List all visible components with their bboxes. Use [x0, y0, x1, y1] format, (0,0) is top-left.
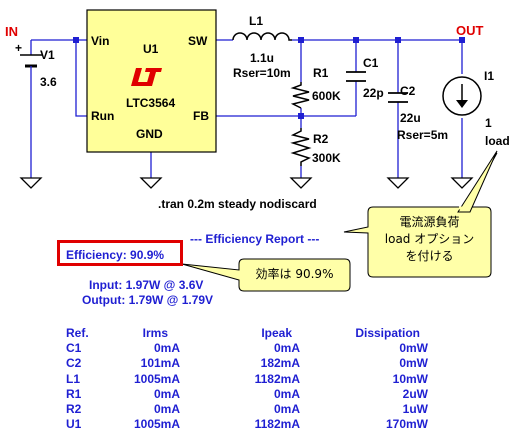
r2-name: R2 — [313, 132, 329, 146]
c2-capacitor-symbol — [388, 92, 408, 103]
report-input: Input: 1.97W @ 3.6V — [89, 278, 203, 292]
header-irms: Irms — [142, 326, 168, 340]
l1-rser: Rser=10m — [233, 66, 291, 80]
header-dissipation: Dissipation — [355, 326, 420, 340]
cell-ipeak: 1182mA — [254, 417, 300, 432]
l1-name: L1 — [249, 14, 263, 28]
report-title: --- Efficiency Report --- — [190, 232, 319, 246]
cell-dissipation: 0mW — [399, 356, 428, 371]
c2-value: 22u — [400, 111, 421, 125]
load-callout-line-1: 電流源負荷 — [399, 215, 460, 229]
cell-irms: 1005mA — [133, 417, 180, 432]
c1-capacitor-symbol — [346, 71, 366, 82]
table-row: C1 0mA 0mA 0mW — [58, 341, 498, 356]
dissipation-table: Ref. Irms Ipeak Dissipation C1 0mA 0mA 0… — [58, 326, 498, 432]
load-callout-bubble — [343, 206, 492, 278]
header-ipeak: Ipeak — [261, 326, 292, 340]
cell-dissipation: 1uW — [402, 401, 428, 416]
efficiency-callout-text: 効率は 90.9% — [255, 267, 334, 281]
cell-ref: C2 — [66, 356, 82, 371]
i1-name: I1 — [484, 69, 494, 83]
v1-name: V1 — [40, 48, 55, 62]
i1-value: 1 — [485, 116, 492, 130]
cell-ipeak: 0mA — [273, 341, 300, 356]
lt-logo-icon — [131, 68, 162, 86]
u1-pin-fb: FB — [193, 109, 209, 123]
cell-ref: R2 — [66, 401, 82, 416]
c1-name: C1 — [363, 56, 379, 70]
cell-dissipation: 10mW — [392, 371, 428, 386]
r1-resistor-symbol — [290, 82, 310, 109]
load-callout-line-3: を付ける — [405, 249, 454, 263]
spice-directive: .tran 0.2m steady nodiscard — [158, 197, 317, 211]
cell-irms: 0mA — [153, 401, 180, 416]
u1-part: LTC3564 — [126, 96, 175, 110]
net-in-label: IN — [5, 24, 18, 39]
u1-pin-sw: SW — [188, 34, 208, 48]
r1-name: R1 — [313, 66, 329, 80]
r1-value: 600K — [312, 89, 341, 103]
cell-ipeak: 1182mA — [254, 371, 300, 386]
load-callout-line-2: load オプション — [384, 232, 475, 246]
table-row: U1 1005mA 1182mA 170mW — [58, 417, 498, 432]
u1-name: U1 — [143, 42, 159, 56]
report-output: Output: 1.79W @ 1.79V — [82, 293, 213, 307]
cell-irms: 0mA — [153, 341, 180, 356]
v1-battery-symbol — [20, 54, 42, 75]
load-callout-tail — [457, 150, 498, 213]
table-header: Ref. Irms Ipeak Dissipation — [58, 326, 498, 341]
cell-irms: 101mA — [140, 356, 180, 371]
cell-ref: R1 — [66, 386, 82, 401]
ground-icons — [19, 177, 474, 189]
l1-inductor-symbol — [232, 32, 292, 41]
cell-dissipation: 0mW — [399, 341, 428, 356]
u1-pin-gnd: GND — [136, 127, 163, 141]
c2-rser: Rser=5m — [397, 128, 448, 142]
cell-ipeak: 0mA — [273, 386, 300, 401]
cell-ipeak: 0mA — [273, 401, 300, 416]
junction-dots — [73, 37, 465, 119]
table-row: R1 0mA 0mA 2uW — [58, 387, 498, 402]
r2-value: 300K — [312, 151, 341, 165]
r2-resistor-symbol — [290, 128, 312, 166]
i1-option: load — [485, 134, 510, 148]
c1-value: 22p — [363, 86, 384, 100]
cell-ipeak: 182mA — [260, 356, 300, 371]
net-out-label: OUT — [456, 23, 484, 38]
wires — [30, 39, 463, 178]
table-row: L1 1005mA 1182mA 10mW — [58, 372, 498, 387]
cell-irms: 1005mA — [133, 371, 180, 386]
i1-current-source-symbol — [442, 76, 482, 116]
header-ref: Ref. — [66, 326, 89, 340]
cell-ref: C1 — [66, 341, 82, 356]
table-row: C2 101mA 182mA 0mW — [58, 356, 498, 371]
cell-ref: L1 — [66, 371, 81, 386]
load-callout-text: 電流源負荷 load オプション を付ける — [370, 214, 489, 265]
report-efficiency: Efficiency: 90.9% — [66, 248, 165, 262]
efficiency-callout-bubble — [181, 258, 351, 292]
v1-value: 3.6 — [40, 75, 57, 89]
c2-name: C2 — [400, 84, 416, 98]
cell-ref: U1 — [66, 417, 82, 432]
l1-value: 1.1u — [250, 51, 274, 65]
u1-pin-vin: Vin — [91, 34, 109, 48]
svg-text:+: + — [15, 41, 22, 55]
cell-irms: 0mA — [153, 386, 180, 401]
efficiency-highlight-box: Efficiency: 90.9% — [57, 240, 183, 266]
cell-dissipation: 2uW — [402, 386, 428, 401]
cell-dissipation: 170mW — [385, 417, 428, 432]
table-row: R2 0mA 0mA 1uW — [58, 402, 498, 417]
u1-pin-run: Run — [91, 109, 114, 123]
